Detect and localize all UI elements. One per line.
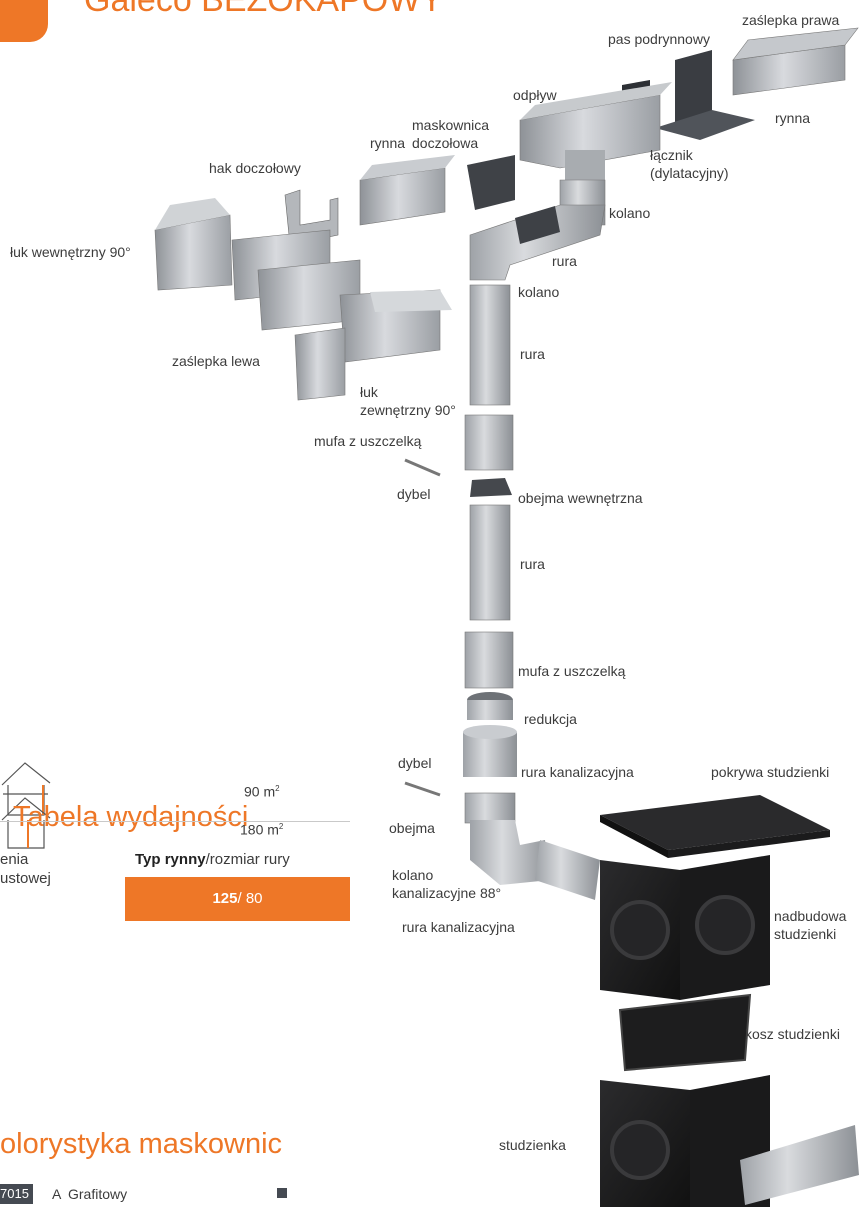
table-row2-text: 180 m xyxy=(240,821,279,838)
table-size-bold: 125 xyxy=(212,890,238,907)
table-row2-value: 180 m2 xyxy=(240,818,283,839)
table-row2-sup: 2 xyxy=(278,822,284,831)
label-kosz: kosz studzienki xyxy=(745,1026,840,1042)
label-rura-3: rura xyxy=(520,556,545,572)
table-divider xyxy=(0,821,350,822)
label-rura-1: rura xyxy=(552,253,577,269)
table-col1-line2: ustowej xyxy=(0,870,51,887)
table-row1-text: 90 m xyxy=(244,783,276,800)
table-title: Tabela wydajności xyxy=(13,801,249,833)
label-luk-wewn: łuk wewnętrzny 90° xyxy=(10,244,131,260)
table-row1-sup: 2 xyxy=(275,784,280,793)
label-nadbudowa-2: studzienki xyxy=(774,926,837,942)
table-size-rest: / 80 xyxy=(237,890,263,907)
label-pas-podrynnowy: pas podrynnowy xyxy=(608,31,710,47)
label-kolano-top: kolano xyxy=(609,205,651,221)
label-kolano-kan-1: kolano xyxy=(392,867,434,883)
table-col2-bold: Typ rynny xyxy=(135,851,206,868)
label-zaslepka-lewa: zaślepka lewa xyxy=(172,353,260,369)
label-maskownica-2: doczołowa xyxy=(412,135,479,151)
label-mufa-2: mufa z uszczelką xyxy=(518,663,626,679)
studzienka-shape xyxy=(600,795,859,1207)
label-obejma: obejma xyxy=(389,820,435,836)
label-pokrywa: pokrywa studzienki xyxy=(711,764,830,780)
dybel-shape xyxy=(404,458,441,477)
luk-wewnetrzny-shape xyxy=(154,198,452,401)
label-kolano-kan-2: kanalizacyjne 88° xyxy=(392,885,502,901)
label-mufa-1: mufa z uszczelką xyxy=(314,433,422,449)
label-rura-2: rura xyxy=(520,346,545,362)
label-zaslepka-prawa: zaślepka prawa xyxy=(742,12,840,28)
label-studzienka: studzienka xyxy=(499,1137,566,1153)
label-luk-zewn-2: zewnętrzny 90° xyxy=(360,402,456,418)
house-icon-double xyxy=(1,797,51,849)
color-code-badge: 7015 xyxy=(0,1184,33,1204)
label-rynna-mid: rynna xyxy=(370,135,406,151)
color-letter: A xyxy=(52,1186,62,1202)
label-redukcja: redukcja xyxy=(524,711,577,727)
label-lacznik-2: (dylatacyjny) xyxy=(650,165,729,181)
table-col2-header: Typ rynny/rozmiar rury xyxy=(135,851,290,868)
colors-title: olorystyka maskownic xyxy=(0,1128,283,1160)
color-name: Grafitowy xyxy=(68,1186,128,1202)
table-col2-rest: /rozmiar rury xyxy=(205,851,290,868)
page-title: Galeco BEZOKAPOWY xyxy=(84,0,443,19)
label-rura-kan-2: rura kanalizacyjna xyxy=(402,919,515,935)
label-kolano-2: kolano xyxy=(518,284,560,300)
odplyw-shape xyxy=(519,82,672,180)
downpipe-shape xyxy=(463,179,606,900)
rynna-mid-shape xyxy=(359,155,455,226)
label-obejma-wewn: obejma wewnętrzna xyxy=(518,490,643,506)
label-nadbudowa-1: nadbudowa xyxy=(774,908,847,924)
table-row1-value: 90 m2 xyxy=(244,780,280,801)
color-swatch xyxy=(277,1188,287,1198)
label-dybel-1: dybel xyxy=(397,486,431,502)
table-size-cell: 125/ 80 xyxy=(125,877,350,921)
brand-badge xyxy=(0,0,48,42)
label-rura-kan-1: rura kanalizacyjna xyxy=(521,764,634,780)
label-maskownica-1: maskownica xyxy=(412,117,490,133)
label-dybel-2: dybel xyxy=(398,755,432,771)
table-col1-line1: enia xyxy=(0,851,29,868)
label-odplyw: odpływ xyxy=(513,87,557,103)
label-rynna-right: rynna xyxy=(775,110,811,126)
house-icon-single xyxy=(1,762,51,816)
maskownica-shape xyxy=(467,155,515,210)
label-lacznik-1: łącznik xyxy=(650,147,693,163)
label-hak: hak doczołowy xyxy=(209,160,301,176)
zaslepka-prawa-shape xyxy=(732,27,859,96)
label-luk-zewn-1: łuk xyxy=(360,384,378,400)
